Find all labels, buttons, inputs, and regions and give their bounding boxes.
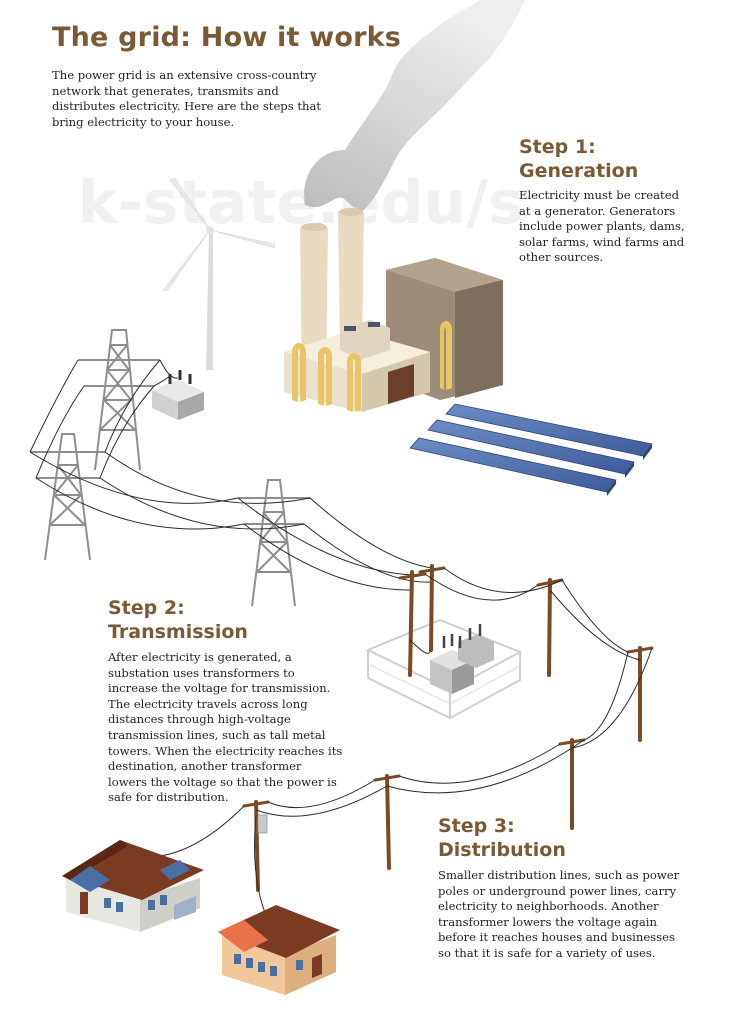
step-3-name: Distribution bbox=[438, 839, 566, 861]
transmission-wires bbox=[29, 359, 433, 591]
step-2-text: After electricity is generated, a substa… bbox=[108, 650, 343, 805]
step-3-number: Step 3: bbox=[438, 815, 515, 837]
step-2-number: Step 2: bbox=[108, 597, 185, 619]
step-2-heading: Step 2: Transmission bbox=[108, 596, 248, 644]
smoke-plume bbox=[304, 0, 525, 212]
watermark: k-state.edu/s bbox=[78, 168, 524, 238]
house-2 bbox=[218, 905, 340, 995]
step-1-heading: Step 1: Generation bbox=[519, 135, 638, 183]
step-1-name: Generation bbox=[519, 160, 639, 182]
solar-farm bbox=[409, 403, 653, 496]
intro-text: The power grid is an extensive cross-cou… bbox=[52, 68, 322, 129]
power-plant bbox=[284, 207, 503, 412]
step-2-name: Transmission bbox=[108, 621, 248, 643]
step-3-text: Smaller distribution lines, such as powe… bbox=[438, 868, 680, 960]
page-title: The grid: How it works bbox=[52, 22, 402, 53]
pole-transformer bbox=[257, 814, 268, 834]
transmission-tower-3 bbox=[238, 479, 310, 607]
step-up-transformer bbox=[152, 370, 204, 420]
transmission-tower-2 bbox=[30, 433, 105, 561]
substation bbox=[365, 618, 523, 720]
transmission-tower-1 bbox=[78, 329, 160, 471]
step-3-heading: Step 3: Distribution bbox=[438, 814, 566, 862]
step-1-number: Step 1: bbox=[519, 136, 596, 158]
house-1 bbox=[62, 840, 204, 932]
step-1-text: Electricity must be created at a generat… bbox=[519, 188, 685, 265]
utility-poles bbox=[242, 564, 654, 892]
wind-turbine bbox=[162, 177, 276, 370]
